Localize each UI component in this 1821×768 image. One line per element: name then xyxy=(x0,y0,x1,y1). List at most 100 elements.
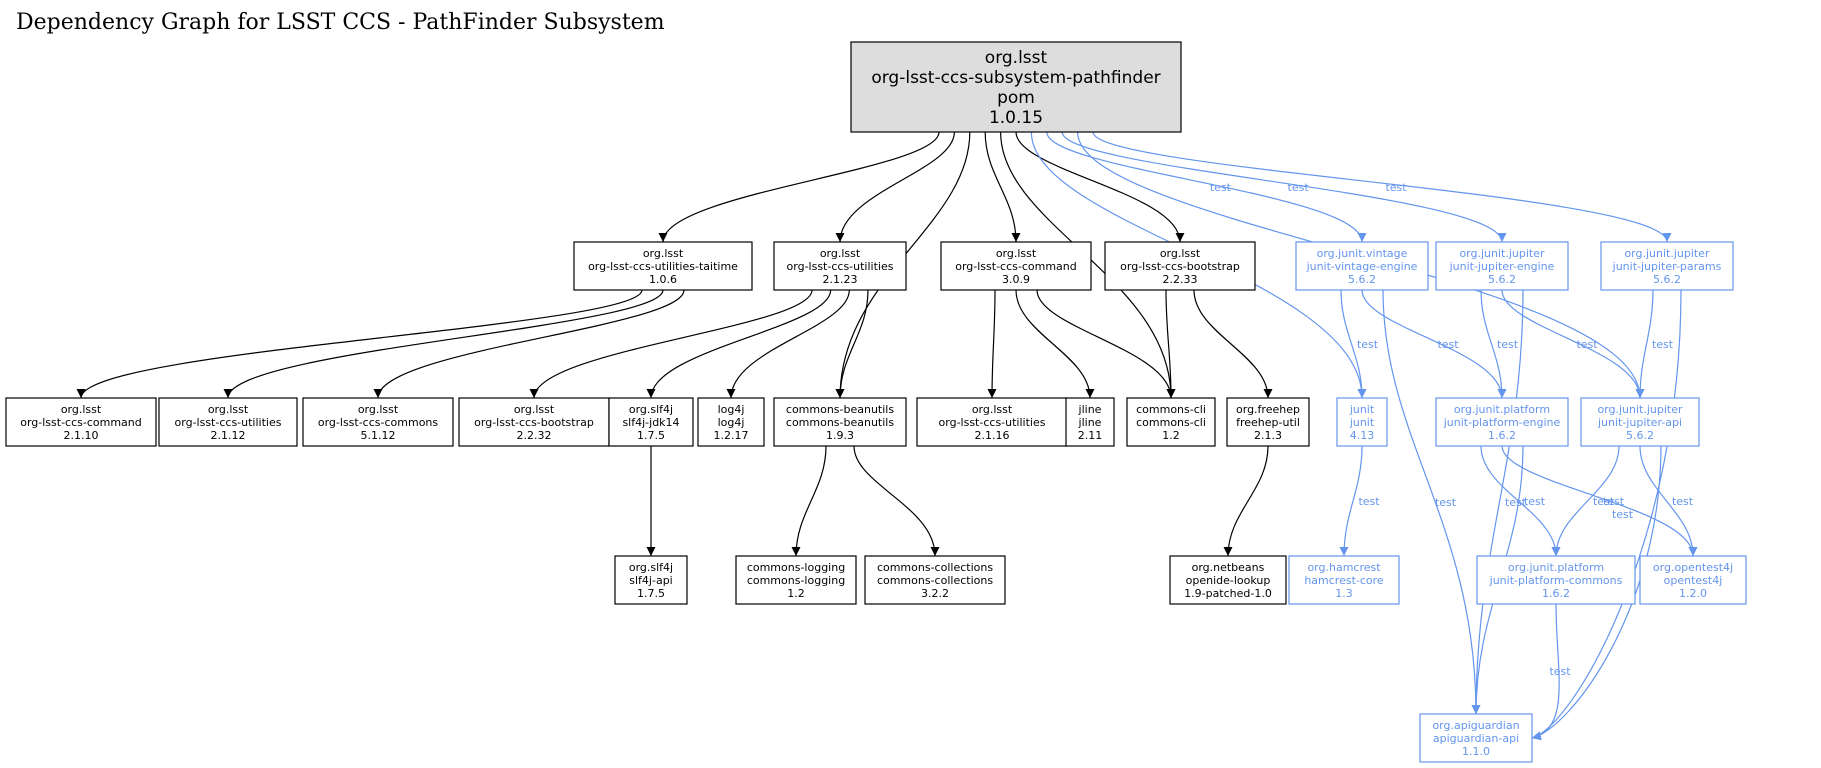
node-jupengine-line-2: 5.6.2 xyxy=(1488,273,1516,286)
edge-taitime-to-cmd2110 xyxy=(76,289,643,399)
node-box-util2112 xyxy=(158,397,298,447)
node-openide-line-0: org.netbeans xyxy=(1192,561,1265,574)
node-taitime-line-1: org-lsst-ccs-utilities-taitime xyxy=(588,260,738,273)
node-collections-line-1: commons-collections xyxy=(877,574,993,587)
edge-util2123-to-log4j xyxy=(726,289,850,399)
node-taitime: org.lsstorg-lsst-ccs-utilities-taitime1.… xyxy=(573,241,753,291)
edge-label-vintage-to-apiguardian: test xyxy=(1435,496,1457,509)
node-jupengine-line-1: junit-jupiter-engine xyxy=(1449,260,1555,273)
edge-util2123-to-slf4jjdk xyxy=(646,289,832,399)
edge-boot2233-to-cli xyxy=(1165,289,1176,399)
node-box-freehep xyxy=(1226,397,1310,447)
edge-cmd309-to-jline xyxy=(1015,289,1095,399)
node-jline-line-1: jline xyxy=(1078,416,1102,429)
edge-label-root-to-vintage: test xyxy=(1210,181,1232,194)
node-box-jupengine xyxy=(1435,241,1569,291)
node-opentest4j-line-1: opentest4j xyxy=(1664,574,1723,587)
node-junit-line-2: 4.13 xyxy=(1350,429,1375,442)
node-beanutils-line-1: commons-beanutils xyxy=(786,416,894,429)
node-openide: org.netbeansopenide-lookup1.9-patched-1.… xyxy=(1169,555,1287,605)
node-util2112-line-0: org.lsst xyxy=(208,403,249,416)
node-box-cli xyxy=(1126,397,1216,447)
node-jline-line-2: 2.11 xyxy=(1078,429,1103,442)
node-box-hamcrest xyxy=(1288,555,1400,605)
node-slf4jjdk-line-1: slf4j-jdk14 xyxy=(622,416,679,429)
node-boot2233-line-2: 2.2.33 xyxy=(1163,273,1198,286)
edge-label-platengine-to-platcommons: test xyxy=(1524,495,1546,508)
node-taitime-line-2: 1.0.6 xyxy=(649,273,677,286)
node-box-jupparams xyxy=(1600,241,1734,291)
node-opentest4j-line-0: org.opentest4j xyxy=(1653,561,1733,574)
edge-platengine-to-opentest4j xyxy=(1501,445,1698,557)
node-jupparams-line-0: org.junit.jupiter xyxy=(1624,247,1710,260)
node-util2112-line-2: 2.1.12 xyxy=(211,429,246,442)
edge-label-platengine-to-opentest4j: test xyxy=(1603,495,1625,508)
node-jupparams: org.junit.jupiterjunit-jupiter-params5.6… xyxy=(1600,241,1734,291)
node-box-util2123 xyxy=(773,241,907,291)
node-box-apiguardian xyxy=(1419,713,1533,763)
node-box-cmd2110 xyxy=(5,397,157,447)
edge-util2123-to-beanutils xyxy=(835,289,869,399)
node-commons5112-line-0: org.lsst xyxy=(358,403,399,416)
node-jupapi-line-1: junit-jupiter-api xyxy=(1597,416,1682,429)
edge-label-jupengine-to-apiguardian: test xyxy=(1505,496,1527,509)
node-cmd309-line-2: 3.0.9 xyxy=(1002,273,1030,286)
node-cmd309-line-0: org.lsst xyxy=(996,247,1037,260)
node-slf4jjdk-line-2: 1.7.5 xyxy=(637,429,665,442)
node-beanutils-line-2: 1.9.3 xyxy=(826,429,854,442)
node-boot2232-line-1: org-lsst-ccs-bootstrap xyxy=(474,416,594,429)
node-slf4japi-line-1: slf4j-api xyxy=(629,574,672,587)
edge-freehep-to-openide xyxy=(1223,445,1269,557)
node-jline-line-0: jline xyxy=(1078,403,1102,416)
node-taitime-line-0: org.lsst xyxy=(643,247,684,260)
edge-label-jupparams-to-apiguardian: test xyxy=(1612,508,1634,521)
node-util2123-line-0: org.lsst xyxy=(820,247,861,260)
edge-vintage-to-platengine xyxy=(1361,289,1507,399)
node-jupengine-line-0: org.junit.jupiter xyxy=(1459,247,1545,260)
node-box-util2116 xyxy=(916,397,1068,447)
edge-label-jupengine-to-jupapi: test xyxy=(1576,338,1598,351)
node-hamcrest-line-1: hamcrest-core xyxy=(1304,574,1384,587)
node-platcommons: org.junit.platformjunit-platform-commons… xyxy=(1476,555,1636,605)
node-platengine-line-1: junit-platform-engine xyxy=(1443,416,1561,429)
node-platengine-line-0: org.junit.platform xyxy=(1454,403,1550,416)
node-util2112-line-1: org-lsst-ccs-utilities xyxy=(175,416,282,429)
node-box-taitime xyxy=(573,241,753,291)
edge-boot2233-to-freehep xyxy=(1193,289,1273,399)
edge-root-to-cmd309 xyxy=(984,131,1021,243)
node-slf4japi-line-0: org.slf4j xyxy=(629,561,673,574)
node-box-vintage xyxy=(1295,241,1429,291)
node-log4j-line-2: 1.2.17 xyxy=(714,429,749,442)
node-jupapi-line-2: 5.6.2 xyxy=(1626,429,1654,442)
edge-cmd309-to-util2116 xyxy=(987,289,997,399)
node-apiguardian-line-0: org.apiguardian xyxy=(1432,719,1519,732)
node-vintage-line-2: 5.6.2 xyxy=(1348,273,1376,286)
node-log4j-line-0: log4j xyxy=(718,403,745,416)
node-boot2232-line-2: 2.2.32 xyxy=(517,429,552,442)
edge-cmd309-to-cli xyxy=(1036,289,1176,399)
node-logging-line-1: commons-logging xyxy=(747,574,845,587)
node-freehep-line-0: org.freehep xyxy=(1236,403,1300,416)
node-util2116-line-2: 2.1.16 xyxy=(975,429,1010,442)
node-jupengine: org.junit.jupiterjunit-jupiter-engine5.6… xyxy=(1435,241,1569,291)
node-box-slf4jjdk xyxy=(608,397,694,447)
node-boot2233-line-0: org.lsst xyxy=(1160,247,1201,260)
edge-platcommons-to-apiguardian xyxy=(1531,603,1560,741)
node-box-junit xyxy=(1336,397,1388,447)
node-platengine-line-2: 1.6.2 xyxy=(1488,429,1516,442)
edge-jupapi-to-platcommons xyxy=(1551,445,1620,557)
edge-vintage-to-junit xyxy=(1340,289,1367,399)
node-collections: commons-collectionscommons-collections3.… xyxy=(864,555,1006,605)
